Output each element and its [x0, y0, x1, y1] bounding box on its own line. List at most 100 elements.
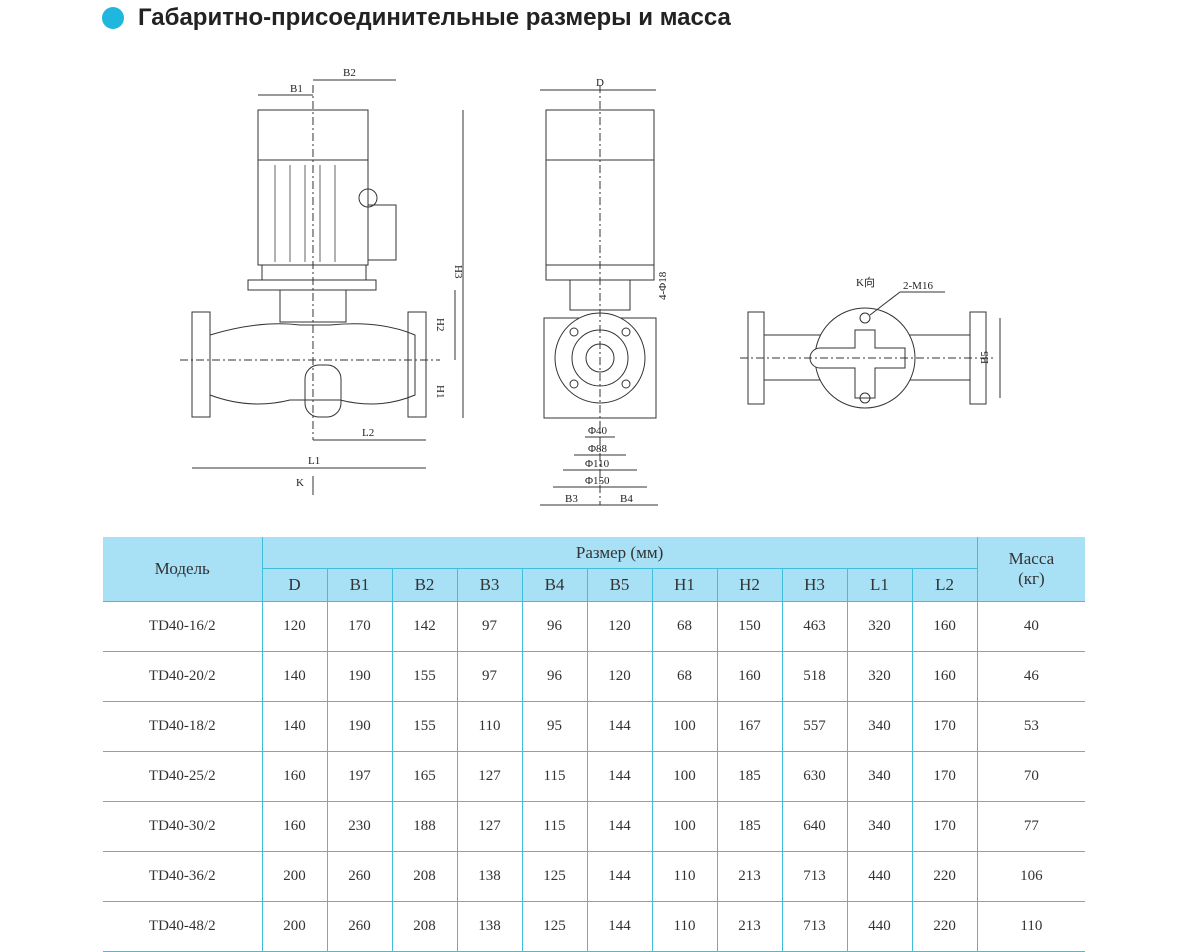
dimension-cell: 110 [456, 701, 523, 752]
dimension-cell: 110 [651, 851, 718, 902]
dimension-cell: 165 [391, 751, 458, 802]
model-cell: TD40-25/2 [103, 751, 263, 802]
dimension-cell: 213 [716, 851, 783, 902]
dimension-cell: 138 [456, 901, 523, 952]
dimension-cell: 440 [846, 851, 913, 902]
dimension-cell: 96 [521, 601, 588, 652]
label-l1: L1 [308, 455, 320, 467]
model-cell: TD40-20/2 [103, 651, 263, 702]
model-header: Модель [103, 537, 263, 602]
dimension-cell: 185 [716, 751, 783, 802]
dimension-cell: 170 [911, 801, 978, 852]
mass-header: Масса (кг) [976, 537, 1086, 602]
mass-cell: 77 [976, 801, 1086, 852]
dimension-cell: 150 [716, 601, 783, 652]
dimension-cell: 320 [846, 651, 913, 702]
dimension-cell: 100 [651, 751, 718, 802]
dimension-cell: 95 [521, 701, 588, 752]
dimension-cell: 200 [261, 851, 328, 902]
dimension-cell: 213 [716, 901, 783, 952]
dimension-cell: 713 [781, 851, 848, 902]
dimension-cell: 170 [911, 751, 978, 802]
dimension-cell: 110 [651, 901, 718, 952]
dimension-cell: 190 [326, 701, 393, 752]
mass-cell: 46 [976, 651, 1086, 702]
label-d40: Φ40 [588, 425, 608, 437]
dimension-cell: 120 [586, 601, 653, 652]
dimension-cell: 220 [911, 901, 978, 952]
mass-cell: 110 [976, 901, 1086, 952]
dimension-cell: 125 [521, 851, 588, 902]
label-h2: H2 [434, 318, 446, 331]
front-view: B1 B2 H3 H2 H1 L2 L1 K [180, 67, 464, 495]
dimension-cell: 127 [456, 801, 523, 852]
mass-cell: 53 [976, 701, 1086, 752]
dimension-cell: 197 [326, 751, 393, 802]
dimension-cell: 68 [651, 651, 718, 702]
dimension-cell: 100 [651, 801, 718, 852]
column-header-b2: B2 [391, 568, 458, 602]
dimension-cell: 463 [781, 601, 848, 652]
dimension-cell: 208 [391, 901, 458, 952]
label-d110: Φ110 [585, 458, 610, 470]
label-b4: B4 [620, 493, 633, 505]
column-header-d: D [262, 568, 328, 602]
dimension-cell: 230 [326, 801, 393, 852]
label-4-holes: 4-Φ18 [657, 271, 669, 300]
column-header-b1: B1 [326, 568, 393, 602]
model-cell: TD40-30/2 [103, 801, 263, 852]
dimension-cell: 188 [391, 801, 458, 852]
dimension-cell: 340 [846, 751, 913, 802]
column-header-l1: L1 [846, 568, 913, 602]
dimension-cell: 167 [716, 701, 783, 752]
label-b2: B2 [343, 67, 356, 79]
label-b1: B1 [290, 83, 303, 95]
dimension-cell: 96 [521, 651, 588, 702]
dimension-cell: 144 [586, 801, 653, 852]
dimension-cell: 713 [781, 901, 848, 952]
column-header-h2: H2 [716, 568, 783, 602]
label-k-view: K向 [856, 275, 875, 289]
mass-cell: 40 [976, 601, 1086, 652]
dimension-cell: 140 [261, 651, 328, 702]
model-cell: TD40-18/2 [103, 701, 263, 752]
dimension-cell: 144 [586, 901, 653, 952]
dimension-cell: 220 [911, 851, 978, 902]
dimension-cell: 115 [521, 751, 588, 802]
k-view: K向 2-M16 B5 [740, 275, 1001, 409]
dimension-cell: 127 [456, 751, 523, 802]
dimension-cell: 440 [846, 901, 913, 952]
column-header-h1: H1 [651, 568, 718, 602]
dimension-cell: 208 [391, 851, 458, 902]
dimension-cell: 160 [261, 801, 328, 852]
dimension-cell: 155 [391, 651, 458, 702]
dimension-cell: 185 [716, 801, 783, 852]
dimension-cell: 144 [586, 701, 653, 752]
model-cell: TD40-36/2 [103, 851, 263, 902]
mass-cell: 106 [976, 851, 1086, 902]
dimension-cell: 120 [261, 601, 328, 652]
dimension-cell: 557 [781, 701, 848, 752]
dimension-cell: 340 [846, 801, 913, 852]
bullet-icon [102, 7, 124, 29]
dimension-cell: 144 [586, 751, 653, 802]
dimension-cell: 518 [781, 651, 848, 702]
label-d88: Φ88 [588, 443, 608, 455]
dimension-cell: 144 [586, 851, 653, 902]
label-b5: B5 [979, 351, 991, 364]
label-l2: L2 [362, 427, 374, 439]
section-title-text: Габаритно-присоединительные размеры и ма… [138, 4, 731, 31]
label-d: D [596, 77, 604, 89]
column-header-b5: B5 [586, 568, 653, 602]
dimension-cell: 100 [651, 701, 718, 752]
dimension-cell: 97 [456, 651, 523, 702]
dimension-cell: 160 [911, 601, 978, 652]
dimension-cell: 142 [391, 601, 458, 652]
dimension-cell: 170 [911, 701, 978, 752]
